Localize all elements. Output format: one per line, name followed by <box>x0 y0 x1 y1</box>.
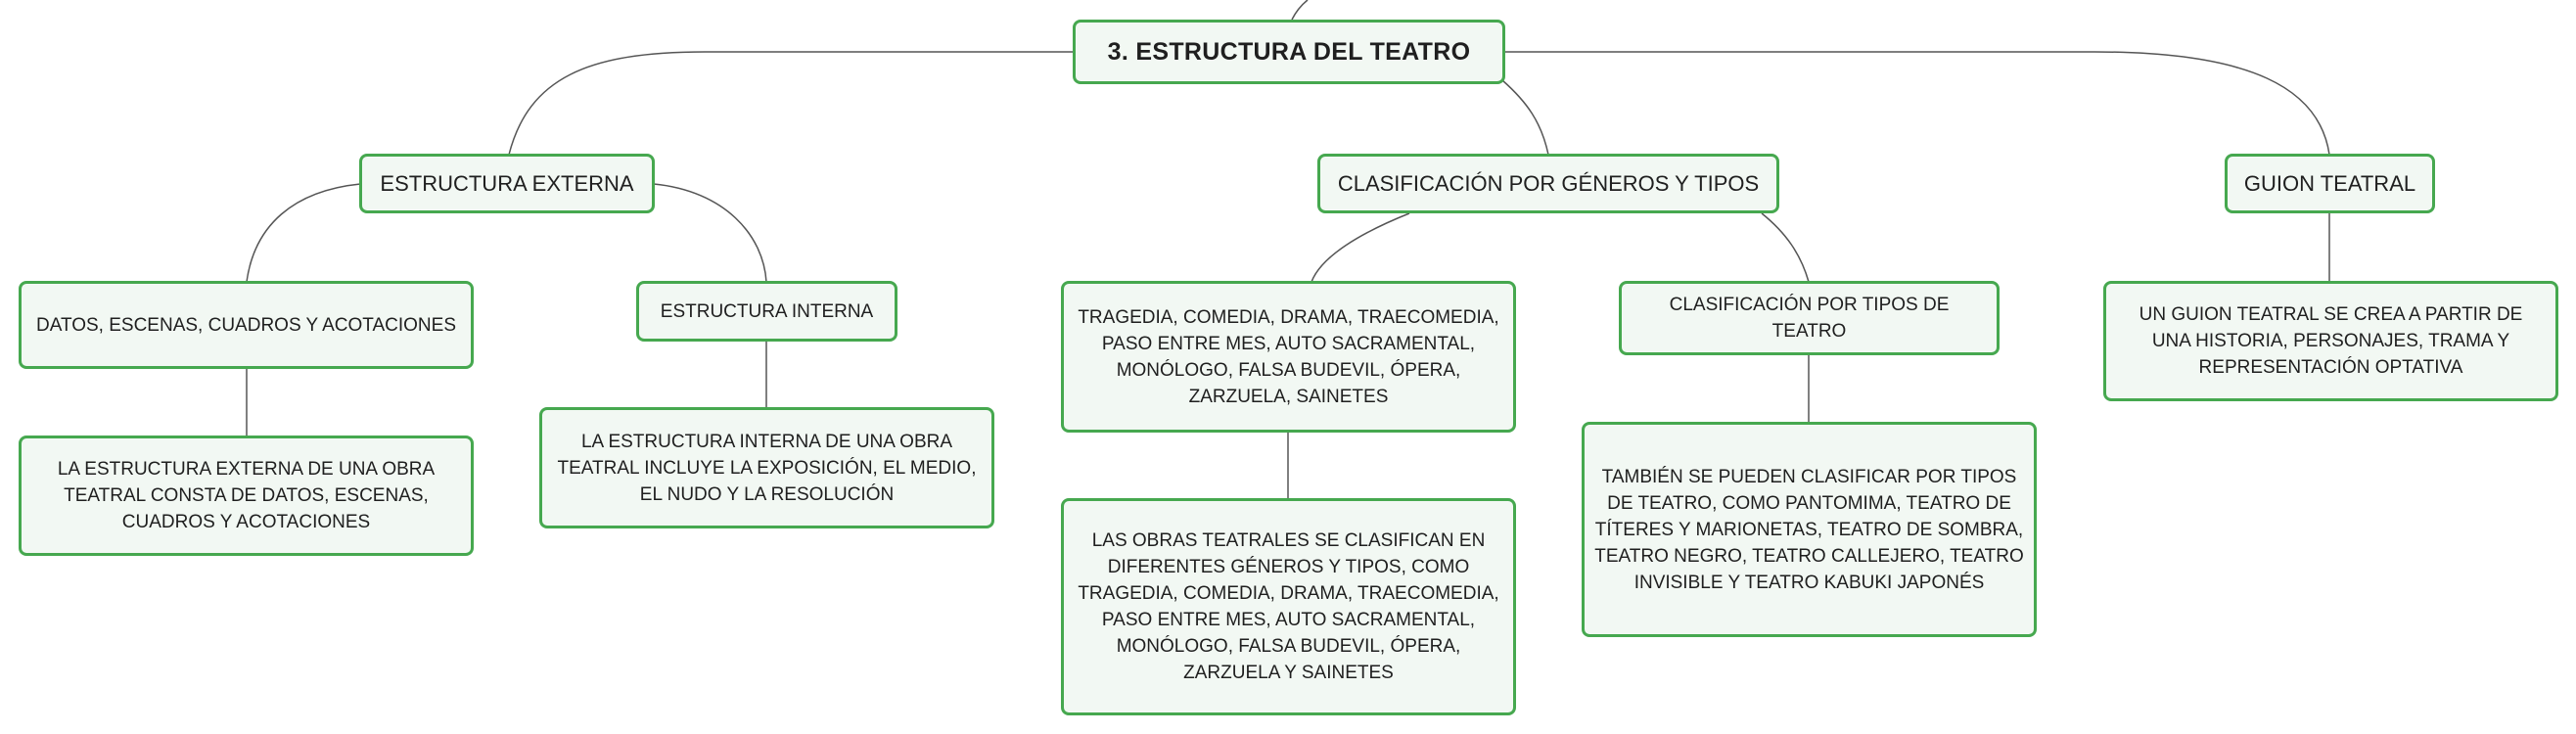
node-tipos-teatro[interactable]: CLASIFICACIÓN POR TIPOS DE TEATRO <box>1619 281 2000 355</box>
node-estructura-interna[interactable]: ESTRUCTURA INTERNA <box>636 281 897 342</box>
connector-root-clasificacion <box>1501 79 1549 156</box>
node-externa-detail-label: LA ESTRUCTURA EXTERNA DE UNA OBRA TEATRA… <box>57 459 436 532</box>
node-tipos-detail-label: TAMBIÉN SE PUEDEN CLASIFICAR POR TIPOS D… <box>1594 466 2024 593</box>
node-estructura-externa[interactable]: ESTRUCTURA EXTERNA <box>359 154 655 213</box>
node-guion-teatral-label: GUION TEATRAL <box>2243 170 2416 196</box>
node-clasificacion-generos-tipos-label: CLASIFICACIÓN POR GÉNEROS Y TIPOS <box>1337 170 1760 196</box>
node-guion-detail-label: UN GUION TEATRAL SE CREA A PARTIR DE UNA… <box>2139 304 2523 378</box>
node-datos-escenas-label: DATOS, ESCENAS, CUADROS Y ACOTACIONES <box>35 314 456 336</box>
node-generos-detail[interactable]: LAS OBRAS TEATRALES SE CLASIFICAN EN DIF… <box>1061 498 1516 715</box>
node-clasificacion-generos-tipos[interactable]: CLASIFICACIÓN POR GÉNEROS Y TIPOS <box>1317 154 1779 213</box>
node-generos-detail-label: LAS OBRAS TEATRALES SE CLASIFICAN EN DIF… <box>1078 530 1499 683</box>
node-datos-escenas[interactable]: DATOS, ESCENAS, CUADROS Y ACOTACIONES <box>19 281 474 369</box>
node-interna-detail-label: LA ESTRUCTURA INTERNA DE UNA OBRA TEATRA… <box>557 431 977 505</box>
connector-root-parent <box>1291 0 1309 21</box>
connector-externa-datos <box>246 183 361 283</box>
connector-clasificacion-generos <box>1311 212 1410 283</box>
node-generos-lista-label: TRAGEDIA, COMEDIA, DRAMA, TRAECOMEDIA, P… <box>1078 306 1499 407</box>
root-node-label: 3. ESTRUCTURA DEL TEATRO <box>1107 37 1471 66</box>
node-generos-lista[interactable]: TRAGEDIA, COMEDIA, DRAMA, TRAECOMEDIA, P… <box>1061 281 1516 433</box>
node-externa-detail[interactable]: LA ESTRUCTURA EXTERNA DE UNA OBRA TEATRA… <box>19 436 474 556</box>
node-estructura-interna-label: ESTRUCTURA INTERNA <box>660 300 874 322</box>
node-guion-detail[interactable]: UN GUION TEATRAL SE CREA A PARTIR DE UNA… <box>2103 281 2558 401</box>
connector-root-guion <box>1503 51 2330 156</box>
node-estructura-externa-label: ESTRUCTURA EXTERNA <box>380 170 634 196</box>
connector-clasificacion-tipos <box>1761 212 1810 283</box>
node-guion-teatral[interactable]: GUION TEATRAL <box>2225 154 2435 213</box>
root-node[interactable]: 3. ESTRUCTURA DEL TEATRO <box>1073 20 1505 84</box>
connector-root-externa <box>508 51 1075 156</box>
connector-externa-interna <box>653 183 767 283</box>
node-tipos-teatro-label: CLASIFICACIÓN POR TIPOS DE TEATRO <box>1669 295 1950 342</box>
node-tipos-detail[interactable]: TAMBIÉN SE PUEDEN CLASIFICAR POR TIPOS D… <box>1582 422 2037 637</box>
node-interna-detail[interactable]: LA ESTRUCTURA INTERNA DE UNA OBRA TEATRA… <box>539 407 994 528</box>
